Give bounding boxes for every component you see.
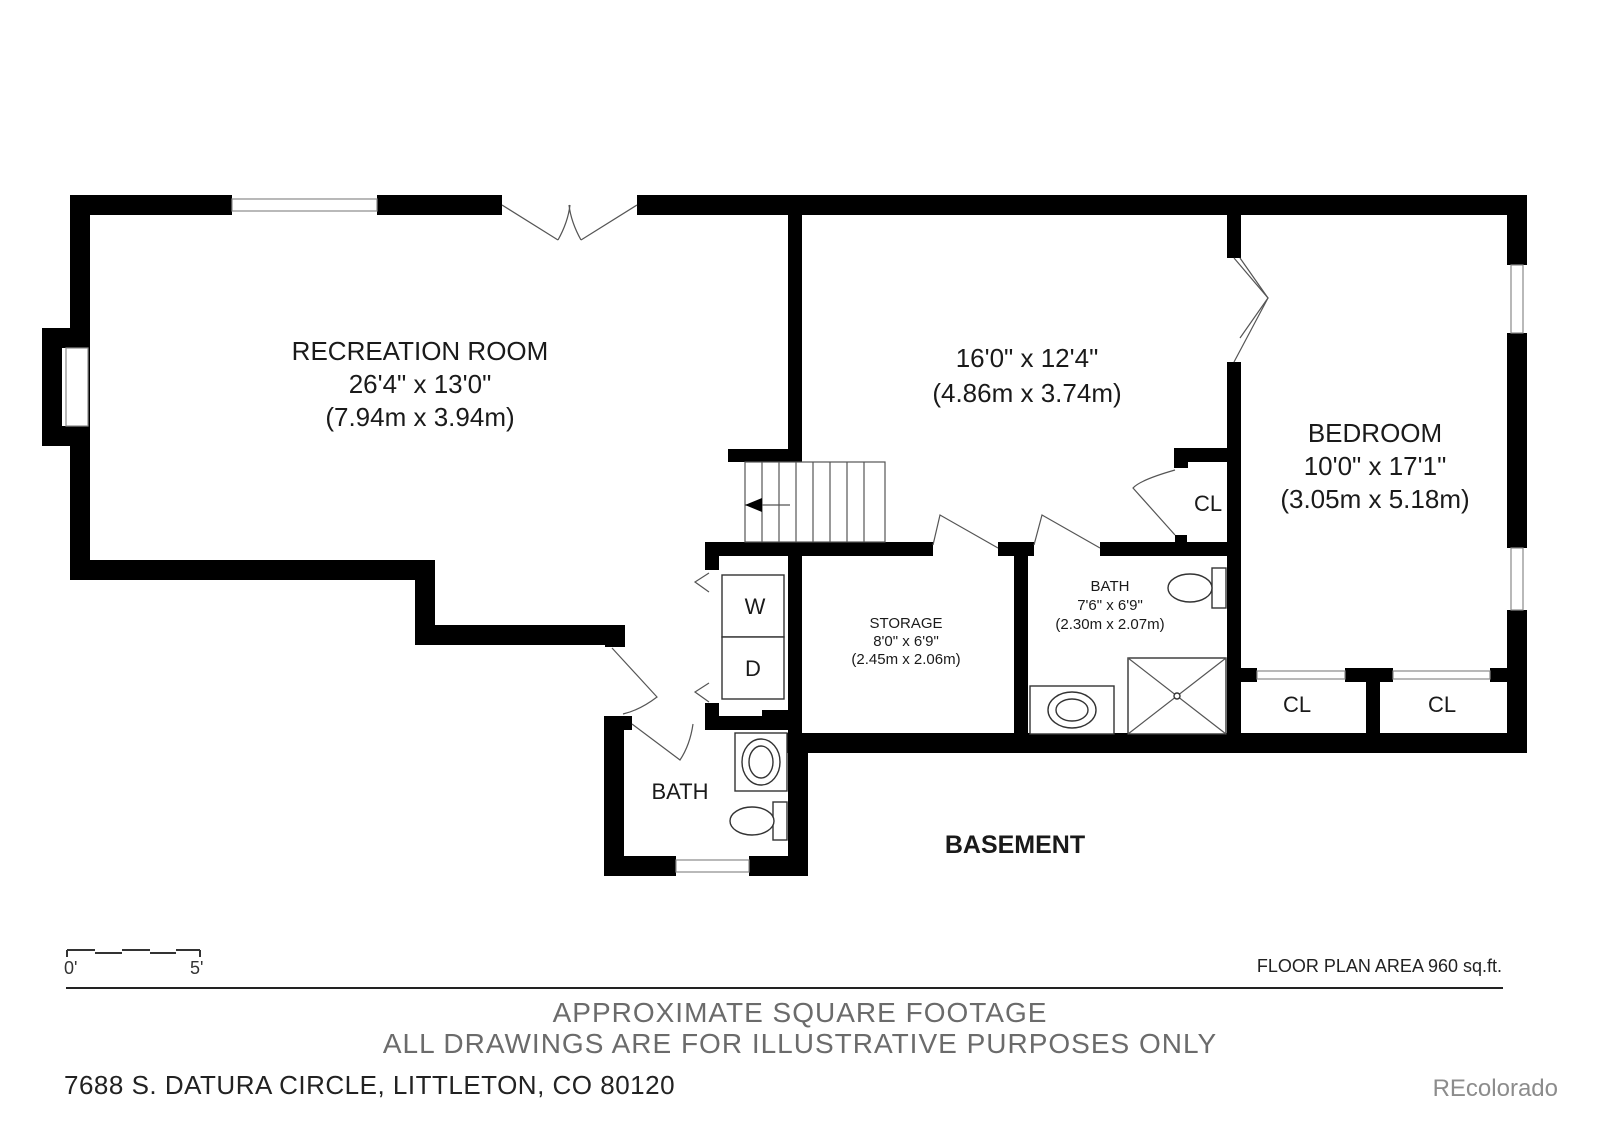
scale-start-label: 0' bbox=[64, 958, 78, 978]
stairs bbox=[744, 461, 886, 543]
upper-bath-dims-imperial: 7'6" x 6'9" bbox=[1077, 597, 1143, 614]
disclaimer-line2: ALL DRAWINGS ARE FOR ILLUSTRATIVE PURPOS… bbox=[382, 1028, 1218, 1059]
recreation-room-name: RECREATION ROOM bbox=[292, 336, 549, 366]
recreation-room-dims-metric: (7.94m x 3.94m) bbox=[325, 402, 514, 432]
windows bbox=[65, 198, 1524, 873]
upper-bath-name: BATH bbox=[1091, 578, 1130, 595]
recreation-room-dims-imperial: 26'4" x 13'0" bbox=[349, 369, 492, 399]
storage-name: STORAGE bbox=[869, 615, 942, 632]
scale-bar bbox=[66, 949, 201, 957]
lower-bath-name: BATH bbox=[651, 779, 708, 804]
scale-end-label: 5' bbox=[190, 958, 204, 978]
upper-bath-dims-metric: (2.30m x 2.07m) bbox=[1055, 616, 1164, 633]
closet-label: CL bbox=[1283, 692, 1311, 717]
disclaimer-line1: APPROXIMATE SQUARE FOOTAGE bbox=[552, 997, 1048, 1028]
room-labels: RECREATION ROOM 26'4" x 13'0" (7.94m x 3… bbox=[292, 336, 1470, 859]
storage-dims-metric: (2.45m x 2.06m) bbox=[851, 651, 960, 668]
watermark-logo: REcolorado bbox=[1432, 1075, 1558, 1102]
property-address: 7688 S. DATURA CIRCLE, LITTLETON, CO 801… bbox=[64, 1070, 676, 1100]
washer-dryer bbox=[721, 574, 785, 700]
dryer-label: D bbox=[745, 656, 761, 681]
middle-room-dims-imperial: 16'0" x 12'4" bbox=[956, 343, 1099, 373]
level-name: BASEMENT bbox=[945, 831, 1085, 859]
upper-bath-fixtures bbox=[1029, 567, 1227, 735]
bedroom-dims-metric: (3.05m x 5.18m) bbox=[1280, 484, 1469, 514]
lower-bath-fixtures bbox=[729, 732, 788, 841]
washer-label: W bbox=[745, 594, 766, 619]
bedroom-name: BEDROOM bbox=[1308, 418, 1442, 448]
doors bbox=[501, 204, 1491, 761]
closet-label: CL bbox=[1428, 692, 1456, 717]
closet-label: CL bbox=[1194, 491, 1222, 516]
floor-plan-area: FLOOR PLAN AREA 960 sq.ft. bbox=[1256, 956, 1502, 976]
interior-walls bbox=[705, 212, 1520, 752]
storage-dims-imperial: 8'0" x 6'9" bbox=[873, 633, 939, 650]
middle-room-dims-metric: (4.86m x 3.74m) bbox=[932, 378, 1121, 408]
bedroom-dims-imperial: 10'0" x 17'1" bbox=[1304, 451, 1447, 481]
